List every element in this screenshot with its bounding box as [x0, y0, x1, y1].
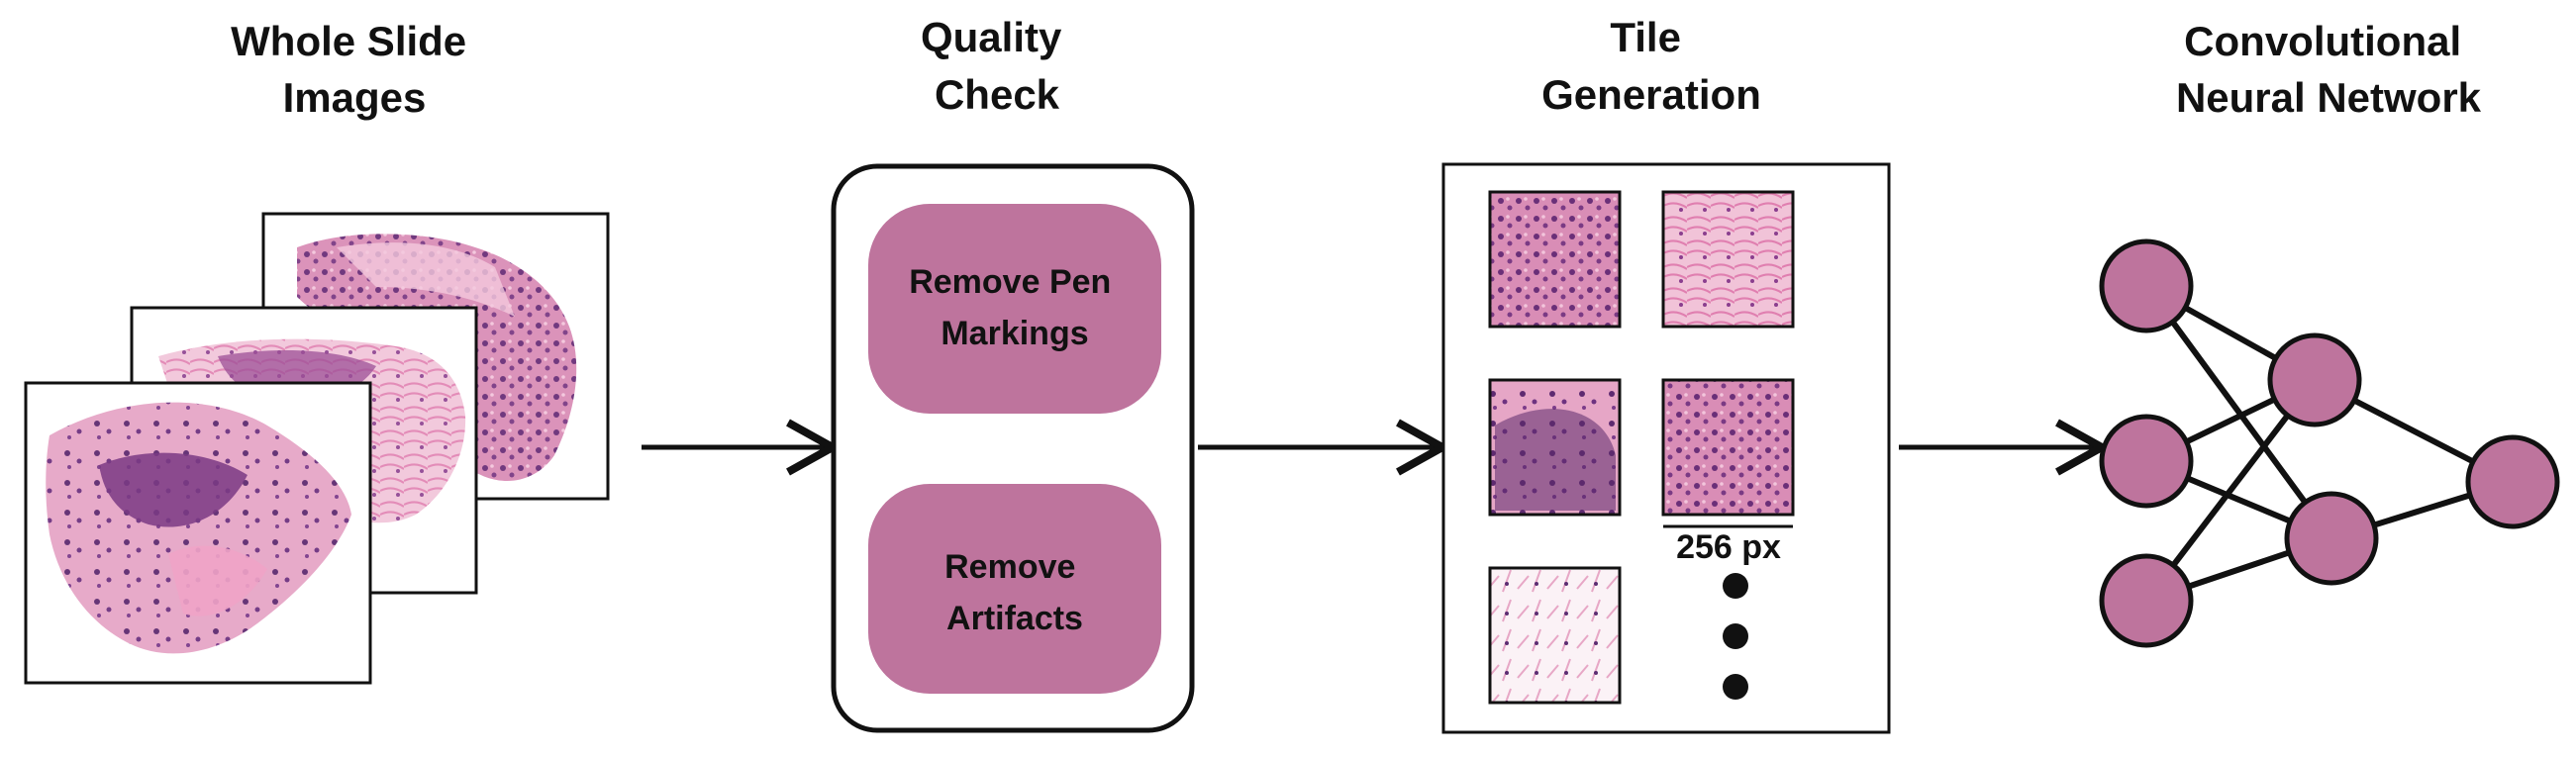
more-tiles-dot-3 — [1723, 674, 1748, 700]
stage-title-tile-generation: Tile Generation — [1541, 14, 1761, 118]
cnn-network — [2099, 238, 2560, 648]
stage-title-quality-check: Quality Check — [921, 14, 1073, 118]
whole-slide-images-stack — [24, 212, 610, 685]
cnn-input-node-1 — [2099, 238, 2194, 333]
remove-pen-markings-label: Remove Pen Markings — [909, 263, 1121, 352]
cnn-output-node — [2465, 434, 2560, 529]
slide-image-front — [24, 381, 372, 685]
tile-generation-panel: 256 px — [1441, 162, 1891, 734]
tile-size-label: 256 px — [1676, 528, 1781, 566]
more-tiles-dot-1 — [1723, 573, 1748, 599]
stage-title-cnn: Convolutional Neural Network — [2176, 18, 2482, 121]
quality-check-panel: Remove Pen Markings Remove Artifacts — [831, 163, 1195, 733]
tile-image-1 — [1488, 190, 1622, 329]
tile-image-5 — [1488, 566, 1622, 705]
cnn-hidden-node-2 — [2284, 491, 2379, 586]
more-tiles-dot-2 — [1723, 623, 1748, 649]
tile-image-2 — [1661, 190, 1795, 329]
remove-pen-markings-step: Remove Pen Markings — [868, 204, 1161, 414]
cnn-hidden-node-1 — [2267, 332, 2362, 427]
cnn-input-node-2 — [2099, 414, 2194, 509]
remove-artifacts-label: Remove Artifacts — [944, 548, 1085, 637]
remove-artifacts-step: Remove Artifacts — [868, 484, 1161, 694]
cnn-input-node-3 — [2099, 553, 2194, 648]
tile-image-4 — [1661, 378, 1795, 517]
stage-title-wsi: Whole Slide Images — [231, 18, 478, 121]
